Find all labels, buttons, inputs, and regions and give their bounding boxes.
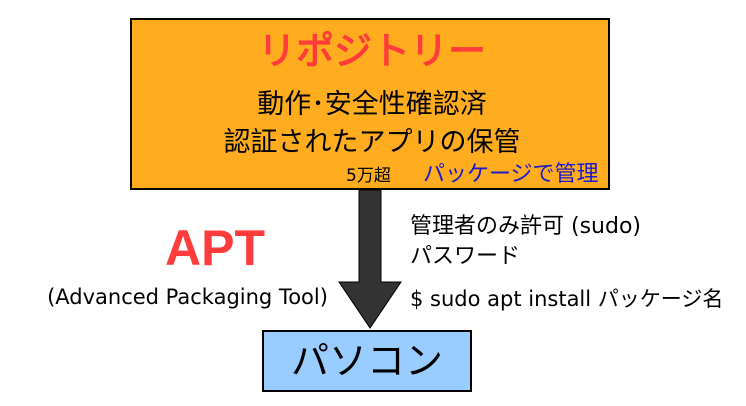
repository-description-storage: 認証されたアプリの保管 (223, 127, 521, 158)
repository-package-count: 5万超 (346, 166, 391, 186)
repository-box: リポジトリー 動作･安全性確認済 認証されたアプリの保管 5万超 パッケージで管… (130, 18, 610, 190)
down-arrow-icon (338, 190, 402, 329)
apt-full-name: (Advanced Packaging Tool) (47, 285, 328, 309)
pc-box: パソコン (262, 330, 472, 392)
pc-label: パソコン (290, 339, 443, 383)
admin-only-note: 管理者のみ許可 (sudo) (410, 214, 641, 239)
arrow-shape (338, 190, 402, 329)
password-note: パスワード (410, 244, 521, 269)
repository-managed-by-packages: パッケージで管理 (423, 162, 599, 187)
apt-label: APT (165, 220, 265, 276)
repository-description-verified: 動作･安全性確認済 (257, 89, 487, 120)
repository-title: リポジトリー (257, 29, 486, 73)
install-command: $ sudo apt install パッケージ名 (410, 287, 724, 311)
